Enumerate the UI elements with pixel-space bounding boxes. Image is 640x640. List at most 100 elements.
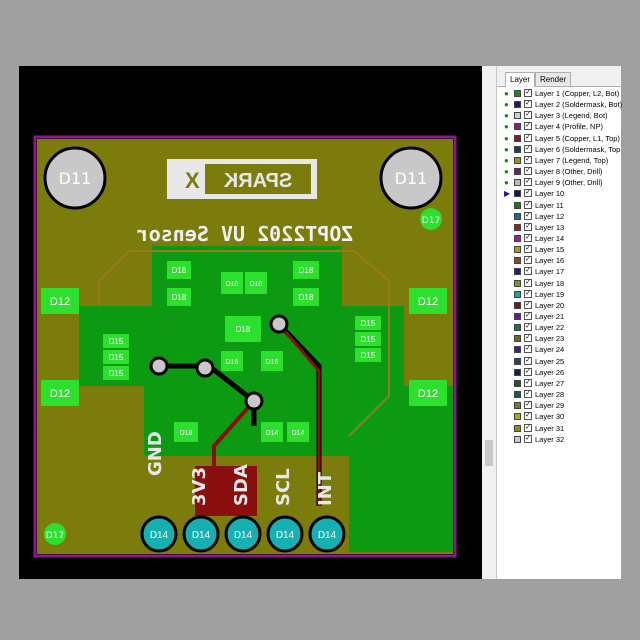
layer-color-swatch[interactable] — [514, 368, 521, 376]
pad[interactable]: D18 — [293, 288, 319, 306]
layer-checkbox[interactable]: ✓ — [524, 289, 532, 298]
layer-color-swatch[interactable] — [514, 268, 521, 276]
layer-row[interactable]: ✓Layer 29 — [497, 400, 621, 411]
visibility-icon[interactable]: ● — [504, 133, 509, 143]
layer-row[interactable]: ▶✓Layer 10 — [497, 188, 621, 199]
tab-render[interactable]: Render — [535, 72, 572, 86]
layer-color-swatch[interactable] — [514, 424, 521, 432]
pad[interactable]: D18 — [167, 261, 191, 279]
layer-row[interactable]: ✓Layer 25 — [497, 356, 621, 367]
tab-layer[interactable]: Layer — [505, 72, 536, 87]
layer-row[interactable]: ✓Layer 22 — [497, 322, 621, 333]
layer-row[interactable]: ✓Layer 23 — [497, 333, 621, 344]
layer-checkbox[interactable]: ✓ — [524, 100, 532, 109]
layer-checkbox[interactable]: ✓ — [524, 144, 532, 153]
via[interactable]: D17 — [420, 208, 442, 230]
layer-checkbox[interactable]: ✓ — [524, 178, 532, 187]
pad[interactable]: D15 — [103, 334, 129, 348]
layer-row[interactable]: ●✓Layer 2 (Soldermask, Bot) — [497, 99, 622, 110]
layer-row[interactable]: ✓Layer 14 — [497, 233, 621, 244]
layer-row[interactable]: ✓Layer 15 — [497, 244, 621, 255]
layer-color-swatch[interactable] — [514, 391, 521, 399]
header-pad[interactable]: D14 — [224, 515, 262, 553]
layer-row[interactable]: ✓Layer 13 — [497, 222, 621, 233]
layer-checkbox[interactable]: ✓ — [524, 133, 532, 142]
layer-row[interactable]: ✓Layer 16 — [497, 255, 621, 266]
layer-checkbox[interactable]: ✓ — [524, 423, 532, 432]
pad[interactable]: D14 — [287, 422, 309, 442]
layer-row[interactable]: ●✓Layer 4 (Profile, NP) — [497, 121, 621, 132]
layer-checkbox[interactable]: ✓ — [524, 111, 532, 120]
layer-row[interactable]: ✓Layer 11 — [497, 200, 621, 211]
visibility-icon[interactable]: ● — [504, 155, 509, 165]
layer-color-swatch[interactable] — [514, 346, 521, 354]
visibility-icon[interactable]: ● — [504, 167, 509, 177]
pad[interactable]: D18 — [293, 261, 319, 279]
layer-row[interactable]: ✓Layer 31 — [497, 423, 621, 434]
pad[interactable]: D10 — [245, 272, 267, 294]
layer-checkbox[interactable]: ✓ — [524, 378, 532, 387]
layer-color-swatch[interactable] — [514, 134, 521, 142]
layer-color-swatch[interactable] — [514, 324, 521, 332]
visibility-icon[interactable]: ● — [504, 144, 509, 154]
layer-checkbox[interactable]: ✓ — [524, 300, 532, 309]
header-pad[interactable]: D14 — [308, 515, 346, 553]
layer-row[interactable]: ✓Layer 17 — [497, 266, 621, 277]
layer-row[interactable]: ●✓Layer 7 (Legend, Top) — [497, 155, 621, 166]
layer-checkbox[interactable]: ✓ — [524, 189, 532, 198]
pad[interactable]: D16 — [261, 351, 283, 371]
layer-row[interactable]: ✓Layer 26 — [497, 367, 621, 378]
layer-checkbox[interactable]: ✓ — [524, 211, 532, 220]
layer-color-swatch[interactable] — [514, 145, 521, 153]
layer-checkbox[interactable]: ✓ — [524, 167, 532, 176]
visibility-icon[interactable]: ● — [504, 111, 509, 121]
pad[interactable]: D18 — [225, 316, 261, 342]
pad[interactable]: D12 — [409, 380, 447, 406]
layer-color-swatch[interactable] — [514, 201, 521, 209]
layer-checkbox[interactable]: ✓ — [524, 245, 532, 254]
pad[interactable]: D12 — [409, 288, 447, 314]
layer-color-swatch[interactable] — [514, 379, 521, 387]
layer-color-swatch[interactable] — [514, 335, 521, 343]
pad[interactable]: D12 — [41, 288, 79, 314]
layer-checkbox[interactable]: ✓ — [524, 334, 532, 343]
pad[interactable]: D18 — [167, 288, 191, 306]
layer-row[interactable]: ●✓Layer 5 (Copper, L1, Top) — [497, 133, 621, 144]
pad[interactable]: D16 — [221, 351, 243, 371]
pcb-viewport[interactable]: X SPARK ZOPT2202 UV Sensor D11 D11 D17 D… — [19, 66, 482, 579]
layer-checkbox[interactable]: ✓ — [524, 233, 532, 242]
layer-checkbox[interactable]: ✓ — [524, 200, 532, 209]
layer-color-swatch[interactable] — [514, 402, 521, 410]
layer-row[interactable]: ✓Layer 27 — [497, 378, 621, 389]
visibility-icon[interactable]: ● — [504, 100, 509, 110]
layer-checkbox[interactable]: ✓ — [524, 356, 532, 365]
layer-checkbox[interactable]: ✓ — [524, 412, 532, 421]
layer-color-swatch[interactable] — [514, 168, 521, 176]
layer-color-swatch[interactable] — [514, 156, 521, 164]
pad[interactable]: D10 — [221, 272, 243, 294]
layer-row[interactable]: ✓Layer 28 — [497, 389, 621, 400]
pad[interactable]: D15 — [103, 350, 129, 364]
layer-checkbox[interactable]: ✓ — [524, 256, 532, 265]
header-pad[interactable]: D14 — [182, 515, 220, 553]
layer-row[interactable]: ●✓Layer 3 (Legend, Bot) — [497, 110, 621, 121]
layer-color-swatch[interactable] — [514, 257, 521, 265]
header-pad[interactable]: D14 — [266, 515, 304, 553]
layer-color-swatch[interactable] — [514, 123, 521, 131]
layer-color-swatch[interactable] — [514, 279, 521, 287]
splitter-handle[interactable] — [485, 440, 493, 466]
layer-row[interactable]: ✓Layer 32 — [497, 434, 621, 445]
visibility-icon[interactable]: ● — [504, 89, 509, 98]
layer-checkbox[interactable]: ✓ — [524, 312, 532, 320]
layer-row[interactable]: ✓Layer 21 — [497, 311, 621, 322]
layer-row[interactable]: ●✓Layer 9 (Other, Drill) — [497, 177, 621, 188]
layer-color-swatch[interactable] — [514, 90, 521, 97]
pad[interactable]: D14 — [261, 422, 283, 442]
mount-hole[interactable]: D11 — [379, 146, 443, 210]
mount-hole[interactable]: D11 — [43, 146, 107, 210]
via[interactable]: D17 — [44, 523, 66, 545]
layer-row[interactable]: ✓Layer 19 — [497, 289, 621, 300]
layer-checkbox[interactable]: ✓ — [524, 323, 532, 332]
layer-color-swatch[interactable] — [514, 313, 521, 320]
layer-row[interactable]: ✓Layer 12 — [497, 211, 621, 222]
